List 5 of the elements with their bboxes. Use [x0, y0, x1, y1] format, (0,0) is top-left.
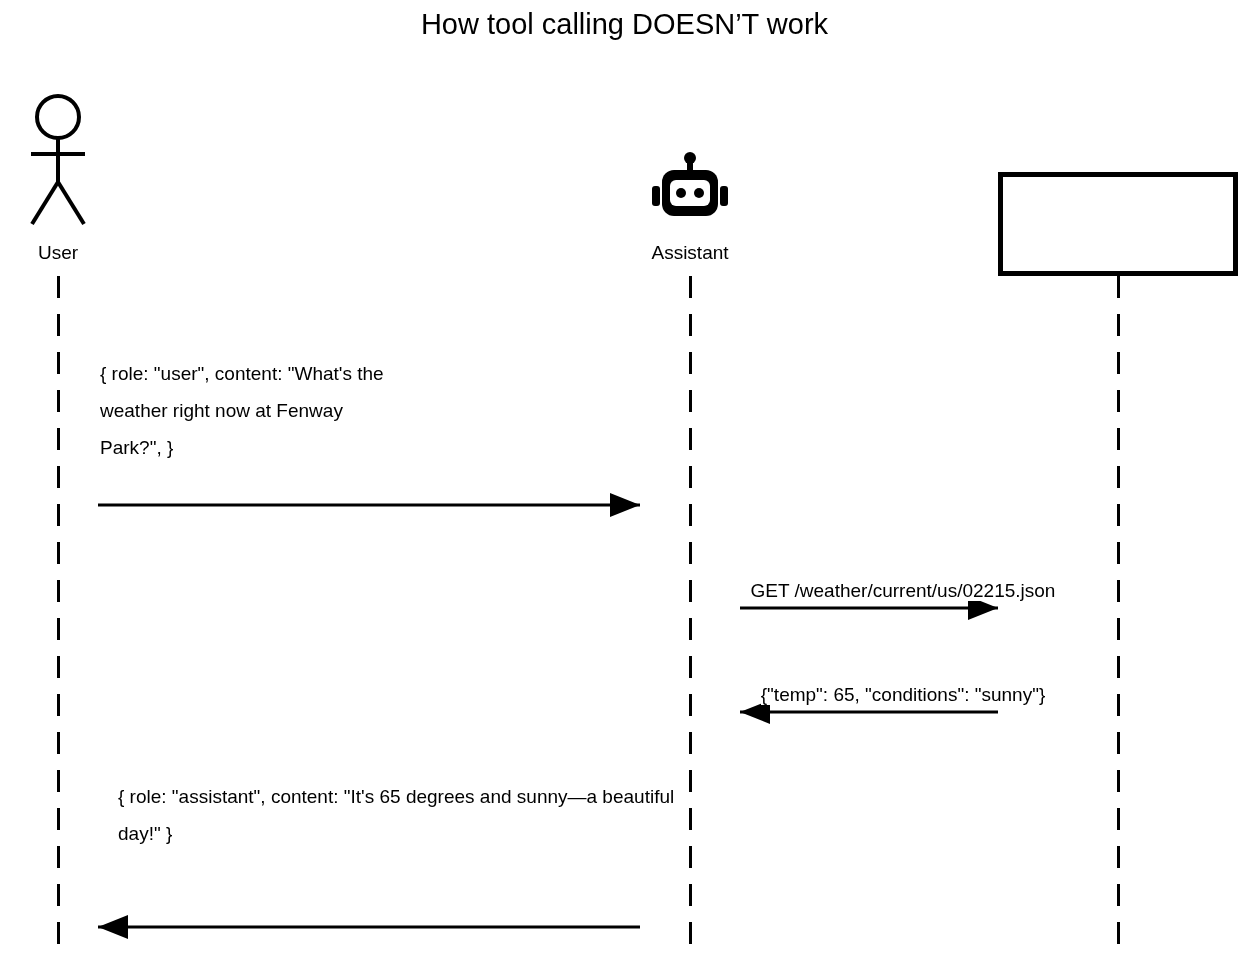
message-arrow — [98, 915, 640, 939]
actor-label: User — [36, 242, 80, 264]
message-arrow — [98, 493, 640, 517]
actor-label: Assistant — [650, 242, 730, 264]
diagram-title: How tool calling DOESN’T work — [419, 8, 830, 41]
